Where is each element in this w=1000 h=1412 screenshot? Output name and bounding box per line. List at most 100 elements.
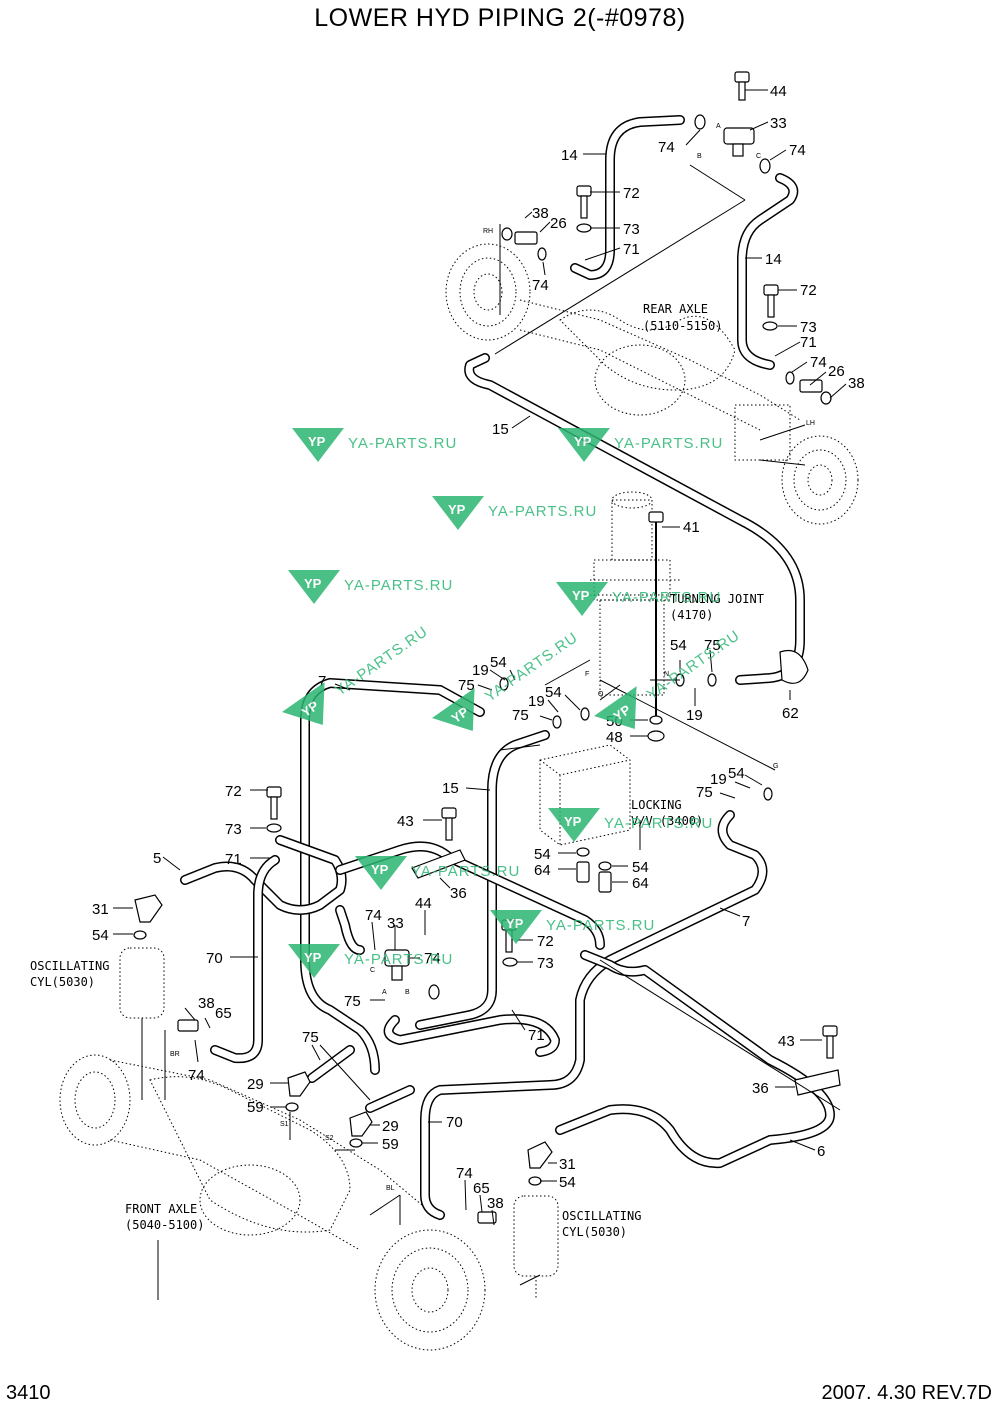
callout: 71 (800, 334, 817, 351)
watermark-logo: YP (564, 814, 582, 829)
svg-text:S2: S2 (325, 1135, 334, 1142)
rear-axle-label: REAR AXLE (643, 302, 708, 316)
watermark-text: YA-PARTS.RU (344, 577, 453, 594)
oscillating-cylinder-right (513, 1195, 559, 1300)
callout: 75 (458, 677, 475, 694)
callout: 62 (782, 705, 799, 722)
callout: 54 (534, 846, 551, 863)
watermark-logo: YP (506, 916, 524, 931)
leader-lines (113, 89, 847, 1300)
callout: 19 (686, 707, 703, 724)
callout: 54 (92, 927, 109, 944)
callout: 15 (442, 780, 459, 797)
watermarks: YP YA-PARTS.RU YP YA-PARTS.RU YP YA-PART… (282, 428, 743, 978)
osc-cyl-left-code: CYL(5030) (30, 975, 95, 989)
callout: 26 (550, 215, 567, 232)
watermark: YP YA-PARTS.RU (556, 582, 721, 616)
callout: 36 (450, 885, 467, 902)
hose-14-right (737, 173, 799, 370)
watermark-text: YA-PARTS.RU (644, 627, 743, 704)
component-notes: REAR AXLE (5110-5150) TURNING JOINT (417… (30, 302, 764, 1239)
callout: 19 (528, 693, 545, 710)
callout: 71 (623, 241, 640, 258)
callout: 48 (606, 729, 623, 746)
front-axle (59, 1054, 486, 1351)
callout: 15 (492, 421, 509, 438)
callout: 38 (487, 1195, 504, 1212)
callout: 31 (559, 1156, 576, 1173)
svg-text:A: A (382, 989, 387, 996)
watermark-text: YA-PARTS.RU (411, 863, 520, 880)
hose-70-left (210, 855, 280, 1064)
watermark: YP YA-PARTS.RU (292, 428, 457, 462)
osc-cyl-right-label: OSCILLATING (562, 1209, 641, 1223)
callout: 74 (365, 907, 382, 924)
watermark: YP YA-PARTS.RU (432, 496, 597, 530)
callout: 43 (778, 1033, 795, 1050)
callout: 41 (683, 519, 700, 536)
callout: 73 (225, 821, 242, 838)
locking-valve-label: LOCKING (631, 798, 682, 812)
page-title: LOWER HYD PIPING 2(-#0978) (314, 4, 686, 32)
callout: 74 (456, 1165, 473, 1182)
callout: 38 (532, 205, 549, 222)
callout: 59 (382, 1136, 399, 1153)
watermark-logo: YP (304, 576, 322, 591)
callout: 75 (302, 1029, 319, 1046)
callout: 33 (770, 115, 787, 132)
watermark: YP YA-PARTS.RU (288, 570, 453, 604)
callout: 72 (800, 282, 817, 299)
hose-7-right (420, 810, 768, 1220)
watermark: YP YA-PARTS.RU (432, 629, 581, 731)
locking-valve-code: V/V (3400) (631, 814, 703, 828)
callout: 72 (225, 783, 242, 800)
svg-text:BR: BR (170, 1051, 180, 1058)
hose-6 (555, 950, 835, 1169)
callout: 70 (206, 950, 223, 967)
callout: 72 (537, 933, 554, 950)
callout: 72 (623, 185, 640, 202)
watermark-logo: YP (304, 950, 322, 965)
callout: 74 (532, 277, 549, 294)
watermark-text: YA-PARTS.RU (604, 815, 713, 832)
callout: 31 (92, 901, 109, 918)
callout: 73 (537, 955, 554, 972)
watermark-logo: YP (371, 862, 389, 877)
svg-text:B: B (405, 989, 410, 996)
watermark-text: YA-PARTS.RU (612, 589, 721, 606)
callout: 75 (512, 707, 529, 724)
callout: 43 (397, 813, 414, 830)
callout: 54 (728, 765, 745, 782)
callout: 19 (710, 771, 727, 788)
callout: 7 (318, 673, 326, 690)
watermark-text: YA-PARTS.RU (348, 435, 457, 452)
callout: 70 (446, 1114, 463, 1131)
port-letters: A B C RH LH BR BL S1 S2 F G Q N A B C (170, 123, 815, 1192)
hose-15-mid (415, 730, 550, 1030)
callout: 75 (696, 784, 713, 801)
callout: 7 (742, 913, 750, 930)
callout: 38 (198, 995, 215, 1012)
callout: 54 (559, 1174, 576, 1191)
callout: 44 (415, 895, 432, 912)
watermark-logo: YP (572, 588, 590, 603)
rear-axle-code: (5110-5150) (643, 319, 722, 333)
callout: 65 (473, 1180, 490, 1197)
callout: 19 (472, 662, 489, 679)
callout: 64 (632, 875, 649, 892)
front-axle-code: (5040-5100) (125, 1218, 204, 1232)
callout: 5 (153, 850, 161, 867)
callout: 59 (247, 1099, 264, 1116)
callout: 44 (770, 83, 787, 100)
watermark-text: YA-PARTS.RU (488, 503, 597, 520)
callout: 74 (658, 139, 675, 156)
callout: 73 (800, 319, 817, 336)
callout: 26 (828, 363, 845, 380)
turning-joint (590, 491, 680, 696)
rear-axle (445, 243, 859, 525)
svg-text:B: B (697, 153, 702, 160)
svg-text:C: C (756, 153, 761, 160)
watermark: YP YA-PARTS.RU (355, 856, 520, 890)
svg-text:F: F (585, 671, 589, 678)
